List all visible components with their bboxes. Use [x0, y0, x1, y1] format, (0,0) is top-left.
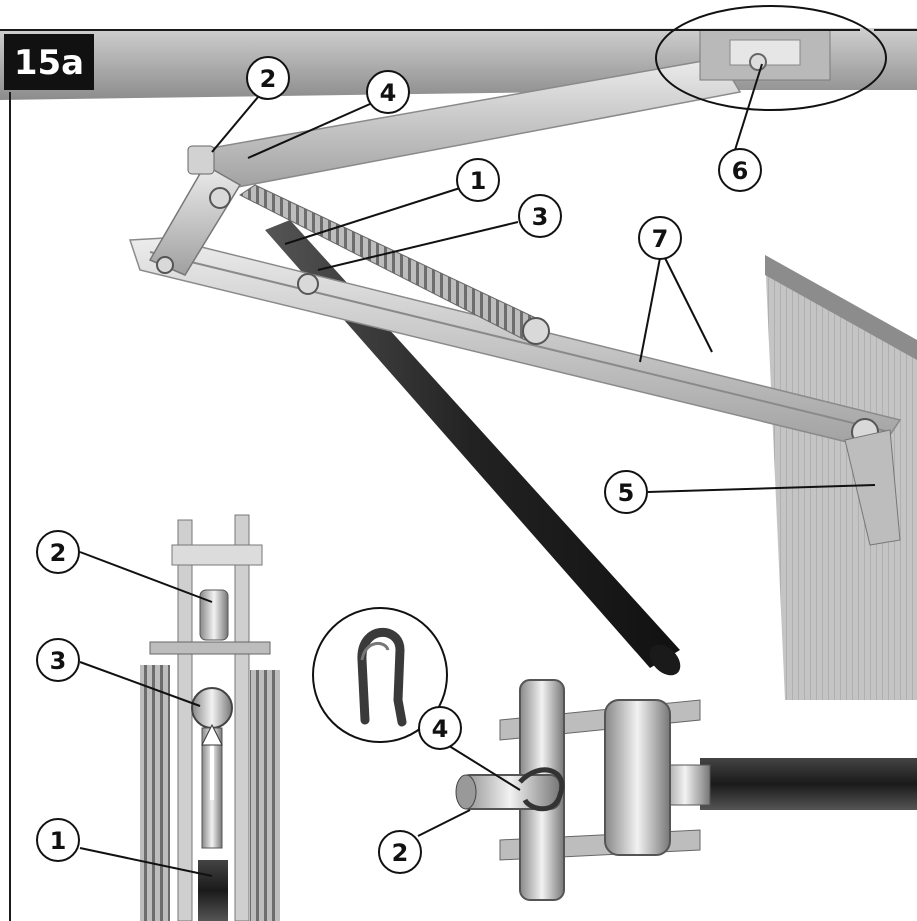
main-pins	[156, 145, 879, 446]
callout-right-4-label: 4	[432, 715, 449, 743]
leader-lines	[79, 63, 876, 877]
right-inset-assembly	[455, 679, 917, 901]
callout-top-3-label: 3	[532, 203, 549, 231]
callout-left-2: 2	[36, 530, 80, 574]
support-rod	[265, 220, 681, 676]
callout-top-3: 3	[518, 194, 562, 238]
callout-top-4: 4	[366, 70, 410, 114]
detail-highlight-ellipse	[655, 5, 887, 111]
callout-left-3: 3	[36, 638, 80, 682]
callout-top-7-label: 7	[652, 225, 669, 253]
panel-bracket	[844, 429, 901, 546]
callout-left-2-label: 2	[50, 539, 67, 567]
step-badge: 15a	[4, 34, 94, 90]
top-bracket	[699, 29, 831, 81]
frame	[0, 29, 917, 921]
clip-detail	[312, 607, 448, 743]
callout-top-2: 2	[246, 56, 290, 100]
callout-left-1-label: 1	[50, 827, 67, 855]
callout-right-2: 2	[378, 830, 422, 874]
callout-right-4: 4	[418, 706, 462, 750]
callout-top-4-label: 4	[380, 79, 397, 107]
callout-right-2-label: 2	[392, 839, 409, 867]
callouts: 2 4 1 3 6 7 5 2	[36, 56, 762, 874]
callout-top-6: 6	[718, 148, 762, 192]
callout-top-1-label: 1	[470, 167, 487, 195]
callout-left-3-label: 3	[50, 647, 67, 675]
callout-top-5-label: 5	[618, 479, 635, 507]
callout-top-1: 1	[456, 158, 500, 202]
callout-top-5: 5	[604, 470, 648, 514]
callout-top-6-label: 6	[732, 157, 749, 185]
window-panel	[765, 255, 917, 700]
left-inset-assembly	[140, 514, 280, 921]
step-badge-label: 15a	[14, 43, 84, 83]
callout-left-1: 1	[36, 818, 80, 862]
callout-top-7: 7	[638, 216, 682, 260]
callout-top-2-label: 2	[260, 65, 277, 93]
